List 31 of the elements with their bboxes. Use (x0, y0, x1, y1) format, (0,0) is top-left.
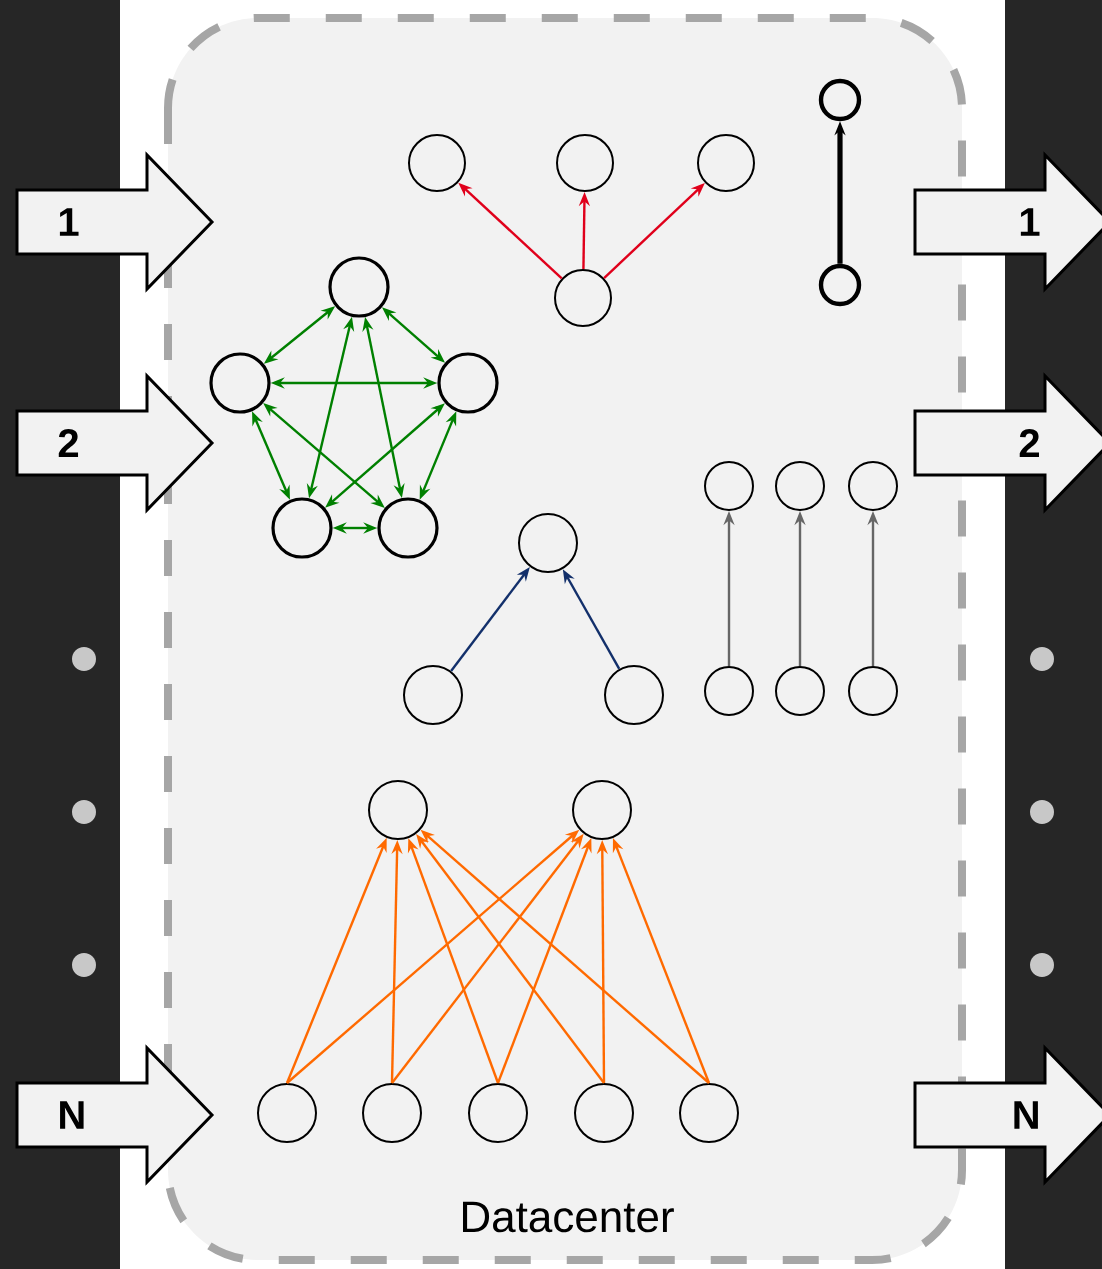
circle-node (271, 497, 333, 559)
circle-node (818, 78, 862, 122)
circle-node (408, 134, 466, 192)
datacenter-region: Datacenter (164, 14, 966, 1264)
circle-node (604, 665, 664, 725)
circle-node (775, 461, 825, 511)
circle-node (518, 513, 578, 573)
circle-node (848, 666, 898, 716)
circle-node (574, 1083, 634, 1143)
circle-node (704, 666, 754, 716)
node-label: 1 (1020, 208, 1040, 236)
circle-node (818, 263, 862, 307)
circle-node (468, 1083, 528, 1143)
circle-node (209, 352, 271, 414)
circle-node (328, 256, 390, 318)
circle-node (368, 780, 428, 840)
circle-node (679, 1083, 739, 1143)
node-label: N (1014, 1101, 1038, 1129)
circle-node (704, 461, 754, 511)
circle-node (437, 352, 499, 414)
circle-node (572, 780, 632, 840)
circle-node (362, 1083, 422, 1143)
circle-node (257, 1083, 317, 1143)
circle-node (848, 461, 898, 511)
circle-node (377, 497, 439, 559)
circle-node (554, 269, 612, 327)
circle-node (697, 134, 755, 192)
circle-node (775, 666, 825, 716)
circle-node (556, 134, 614, 192)
node-label: 2 (1019, 429, 1039, 457)
circle-node (403, 665, 463, 725)
